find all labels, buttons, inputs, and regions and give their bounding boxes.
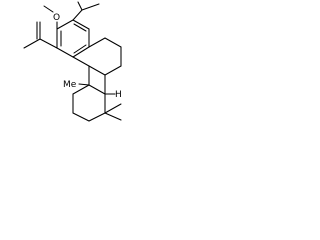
aromatic-ring [56, 19, 90, 58]
double-bond-c4-c5-inner [73, 44, 87, 54]
bond-c9r-me1 [104, 103, 122, 114]
double-bond-c2-c3-inner [73, 23, 87, 32]
bond-c4-c5 [72, 46, 90, 58]
methyl-c4a-label: Me [63, 80, 77, 90]
h-8a-label: H [115, 90, 122, 100]
bond-c7r-c8r [72, 112, 90, 122]
isopropenyl-group [23, 21, 58, 49]
bond-c4a-c9r-link [88, 84, 106, 95]
isopropyl-group [72, 1, 100, 21]
angular-methyl: Me [63, 80, 90, 90]
bond-c8r-c9r [88, 112, 106, 122]
bond-c4a-me [78, 83, 90, 86]
bond-c4b-c4c [104, 37, 122, 48]
bond-c2-ch [72, 9, 83, 21]
bond-ch-ch3a [77, 1, 83, 11]
ring-junction-h: H [104, 90, 122, 100]
bond-c4-c4b [88, 37, 106, 48]
bond-c-ch3 [23, 38, 41, 49]
bond-c5r-c6r [72, 84, 90, 95]
chemical-structure-diagram: O Me [23, 1, 122, 122]
bond-o-ch3 [43, 5, 54, 13]
bond-c8a-c4a [104, 65, 122, 76]
ring-b [72, 37, 122, 76]
methoxy-group: O [43, 5, 60, 30]
bond-c6-c [39, 38, 58, 49]
bond-c9r-me2 [104, 112, 122, 121]
ring-c [72, 65, 122, 122]
bond-c4a-c5 [88, 65, 106, 76]
oxygen-atom-label: O [53, 13, 60, 23]
bond-ch-ch3b [81, 3, 100, 11]
bond-c5-c6 [56, 47, 74, 58]
bond-c5-c4 [72, 56, 90, 67]
bond-c1-c2 [56, 19, 74, 30]
bond-c2-c3 [72, 19, 90, 30]
